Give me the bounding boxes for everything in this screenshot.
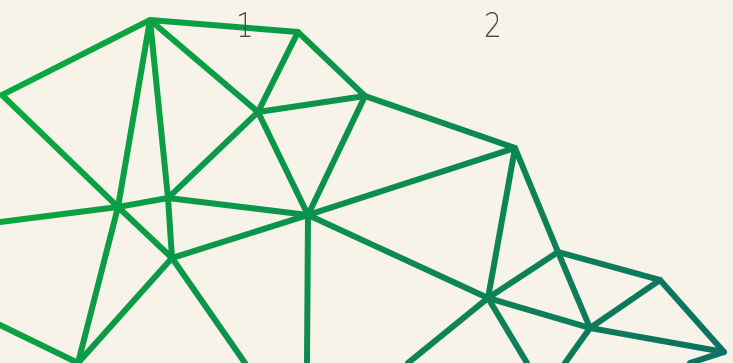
mesh-edge	[408, 298, 488, 363]
mesh-edge	[258, 96, 365, 112]
mesh-edge	[515, 148, 558, 252]
mesh-edge	[150, 20, 168, 198]
mesh-edge	[118, 207, 172, 258]
mesh-edge	[172, 215, 308, 258]
mesh-edge	[168, 198, 172, 258]
mesh-edge	[0, 207, 118, 222]
mesh-edge	[172, 258, 245, 363]
mesh-edge	[168, 112, 258, 198]
mesh-edge	[565, 328, 590, 363]
mesh-edge	[2, 95, 118, 207]
mesh-edge	[168, 198, 308, 215]
mesh-edge	[2, 20, 150, 95]
mesh-edge	[488, 148, 515, 298]
mesh-edge	[558, 252, 660, 280]
mesh-edge	[308, 215, 488, 298]
mesh-edge	[258, 112, 308, 215]
mesh-edge	[308, 148, 515, 215]
mesh-edge	[590, 280, 660, 328]
mesh-edge	[558, 252, 590, 328]
page-number-1: 1	[236, 6, 254, 46]
mesh-edge	[488, 252, 558, 298]
mesh-edge	[118, 198, 168, 207]
mesh-edge	[118, 20, 150, 207]
mesh-edge	[298, 32, 365, 96]
mesh-edge	[258, 32, 298, 112]
page-number-2: 2	[484, 6, 502, 46]
mesh-edge	[690, 352, 724, 363]
mesh-edge	[0, 325, 78, 363]
mesh-edge	[150, 20, 298, 32]
mesh-edge	[307, 215, 308, 363]
mesh-edge	[365, 96, 515, 148]
